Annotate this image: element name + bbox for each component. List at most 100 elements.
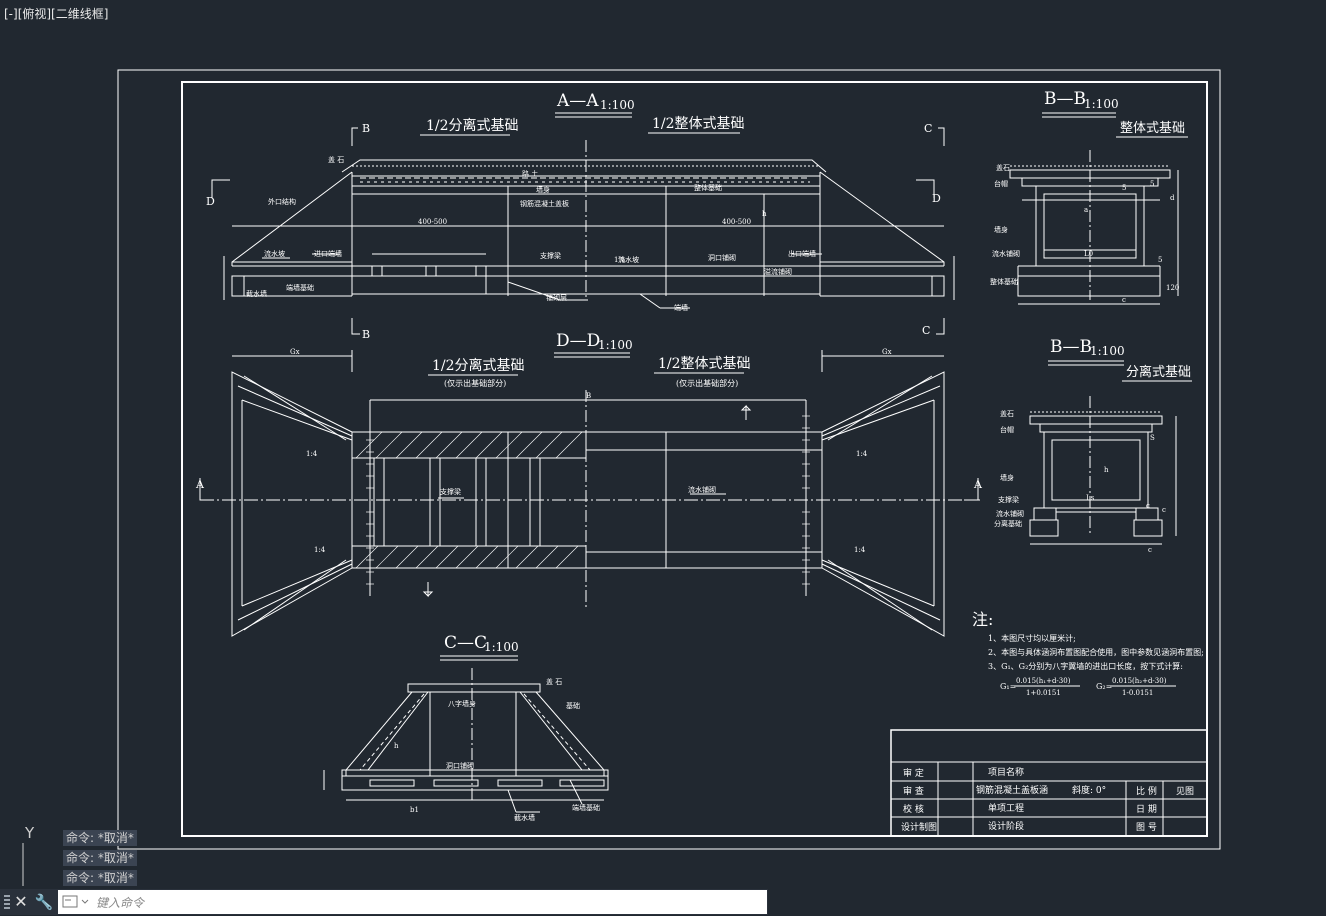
aa-label-slope: 流水坡 — [264, 249, 285, 258]
wrench-icon[interactable]: 🔧 — [34, 893, 54, 911]
dd-cut-a-right: A — [973, 478, 983, 491]
aa-label-outer-struct: 外口结构 — [268, 197, 296, 206]
aa-label-end-base: 端墙基础 — [286, 283, 314, 292]
dd-slope-br: 1:4 — [854, 546, 866, 554]
dd-label-brace: 支撑梁 — [440, 487, 461, 496]
tb-review: 审 查 — [903, 785, 924, 797]
cc-dim-b1: b1 — [410, 806, 419, 814]
section-cc: C—C 1:100 盖 石 八字墙身 洞口铺砌 基础 截水墙 端墙基础 h b1 — [323, 633, 609, 822]
formula-2-lhs: G₂= — [1096, 682, 1112, 691]
tb-date: 日 期 — [1136, 804, 1157, 815]
command-line-bar: ✕ 🔧 — [0, 889, 768, 915]
formula-2-num: 0.015(h₂+d-30) — [1112, 677, 1167, 685]
bb1-subtitle: 整体式基础 — [1120, 121, 1185, 136]
bb2-scale: 1:100 — [1090, 344, 1125, 358]
title-block: 审 定 项目名称 审 查 钢筋混凝土盖板涵 斜度: 0° 比 例 见图 校 核 … — [890, 729, 1208, 837]
aa-left-heading: 1/2分离式基础 — [426, 117, 519, 134]
bb2-dim-h: h — [1104, 466, 1109, 474]
dd-dim-g-left: Gx — [290, 348, 300, 356]
bb1-dim-c: c — [1122, 296, 1126, 304]
cc-label-base: 基础 — [566, 701, 580, 710]
cc-label-paving: 洞口铺砌 — [446, 761, 474, 770]
section-aa: A—A 1:100 1/2分离式基础 1/2整体式基础 B C D D B C — [206, 91, 955, 341]
section-dd: D—D 1:100 1/2分离式基础 1/2整体式基础 (仅示出基础部分) (仅… — [195, 331, 983, 637]
bb2-label-base: 分离基础 — [994, 519, 1022, 528]
bb2-label-pier-cap: 台帽 — [1000, 425, 1014, 434]
notes-line-2: 2、本图与具体涵洞布置图配合使用，图中参数见涵洞布置图; — [988, 647, 1204, 657]
aa-cut-c-top: C — [924, 122, 932, 135]
bb1-label-cap: 盖石 — [996, 163, 1010, 172]
dd-title: D—D — [556, 331, 600, 351]
bb2-title: B—B — [1050, 337, 1092, 357]
bb1-scale: 1:100 — [1084, 97, 1119, 111]
dd-dim-g-right: Gx — [882, 348, 892, 356]
tb-check: 校 核 — [903, 803, 924, 815]
aa-label-slab: 钢筋混凝土盖板 — [520, 199, 569, 208]
aa-cut-b-bottom: B — [362, 328, 370, 341]
command-history-line-2: 命令: *取消* — [63, 850, 137, 866]
tb-sub-project: 单项工程 — [988, 802, 1024, 814]
tb-skew: 斜度: 0° — [1072, 784, 1106, 796]
dd-right-note: (仅示出基础部分) — [676, 378, 738, 388]
dd-left-note: (仅示出基础部分) — [444, 378, 506, 388]
drawing-border — [181, 81, 1208, 837]
bb2-dim-c2: c — [1162, 506, 1166, 514]
command-input[interactable] — [94, 892, 758, 914]
notes-line-1: 1、本图尺寸均以厘米计; — [988, 633, 1076, 643]
bb2-subtitle: 分离式基础 — [1126, 364, 1191, 380]
recent-commands-icon[interactable] — [60, 893, 92, 911]
bb1-dim-5: 5 — [1158, 256, 1162, 264]
cc-title: C—C — [444, 633, 487, 653]
aa-label-fill: 路 土 — [522, 169, 538, 178]
tb-scale-value: 见图 — [1176, 786, 1194, 797]
dd-cut-a-left: A — [195, 478, 205, 491]
command-line-grip-handle[interactable] — [4, 895, 10, 909]
formula-1-lhs: G₁= — [1000, 682, 1016, 691]
aa-title: A—A — [556, 91, 599, 111]
formula-1-num: 0.015(h₁+d-30) — [1016, 677, 1071, 685]
cc-label-end-base: 端墙基础 — [572, 803, 600, 812]
aa-slope-pct: 1% — [614, 256, 625, 264]
bb1-title: B—B — [1044, 89, 1086, 109]
aa-label-brace: 支撑梁 — [540, 251, 561, 260]
bb2-label-brace: 支撑梁 — [998, 495, 1019, 504]
bb1-dim-120: 120 — [1166, 284, 1179, 292]
bb2-label-paving: 流水铺砌 — [996, 509, 1024, 518]
command-history-line-1: 命令: *取消* — [63, 830, 137, 846]
command-history-line-3: 命令: *取消* — [63, 870, 137, 886]
bb2-dim-c3: c — [1148, 546, 1152, 554]
dd-slope-tl: 1:4 — [306, 450, 318, 458]
cc-dim-h: h — [394, 742, 399, 750]
section-bb-integral: B—B 1:100 整体式基础 盖石 台帽 墙身 流水铺砌 整体基础 5 5 d… — [990, 89, 1188, 305]
notes-block: 注: 1、本图尺寸均以厘米计; 2、本图与具体涵洞布置图配合使用，图中参数见涵洞… — [972, 610, 1204, 697]
viewport-controls-label[interactable]: [-][俯视][二维线框] — [4, 7, 109, 21]
bb2-dim-ls: Ls — [1086, 494, 1095, 502]
bb2-dim-s: S — [1150, 434, 1155, 442]
ucs-y-label: Y — [24, 824, 35, 842]
dd-scale: 1:100 — [598, 338, 633, 352]
aa-label-wall: 墙身 — [536, 185, 550, 194]
bb1-label-paving: 流水铺砌 — [992, 249, 1020, 258]
tb-sheet-no: 图 号 — [1136, 822, 1157, 833]
aa-dim-h: h — [762, 210, 767, 218]
section-bb-separate: B—B 1:100 分离式基础 盖石 台帽 墙身 支撑梁 流水铺砌 分离基础 L… — [994, 337, 1192, 554]
aa-dim-right: 400-500 — [722, 218, 751, 226]
close-icon[interactable]: ✕ — [14, 892, 28, 911]
aa-label-whole-base: 整体基础 — [694, 183, 722, 192]
aa-label-mouth: 洞口铺砌 — [708, 253, 736, 262]
layout-outer-frame — [117, 69, 1221, 850]
dd-label-paving: 流水铺砌 — [688, 485, 716, 494]
cc-scale: 1:100 — [484, 640, 519, 654]
dd-slope-tr: 1:4 — [856, 450, 868, 458]
dd-left-heading: 1/2分离式基础 — [432, 357, 525, 374]
aa-label-outlet: 出口端墙 — [788, 249, 816, 258]
bb1-dim-2: 5 — [1150, 180, 1154, 188]
tb-drawing-name: 钢筋混凝土盖板涵 — [976, 784, 1048, 796]
aa-label-paving: 铺砌层 — [546, 293, 567, 302]
aa-cut-b-top: B — [362, 122, 370, 135]
cc-label-wing: 八字墙身 — [448, 699, 476, 708]
cc-label-cap: 盖 石 — [546, 677, 562, 686]
formula-1-den: 1+0.0151 — [1026, 689, 1061, 697]
aa-cut-c-bottom: C — [922, 324, 930, 337]
